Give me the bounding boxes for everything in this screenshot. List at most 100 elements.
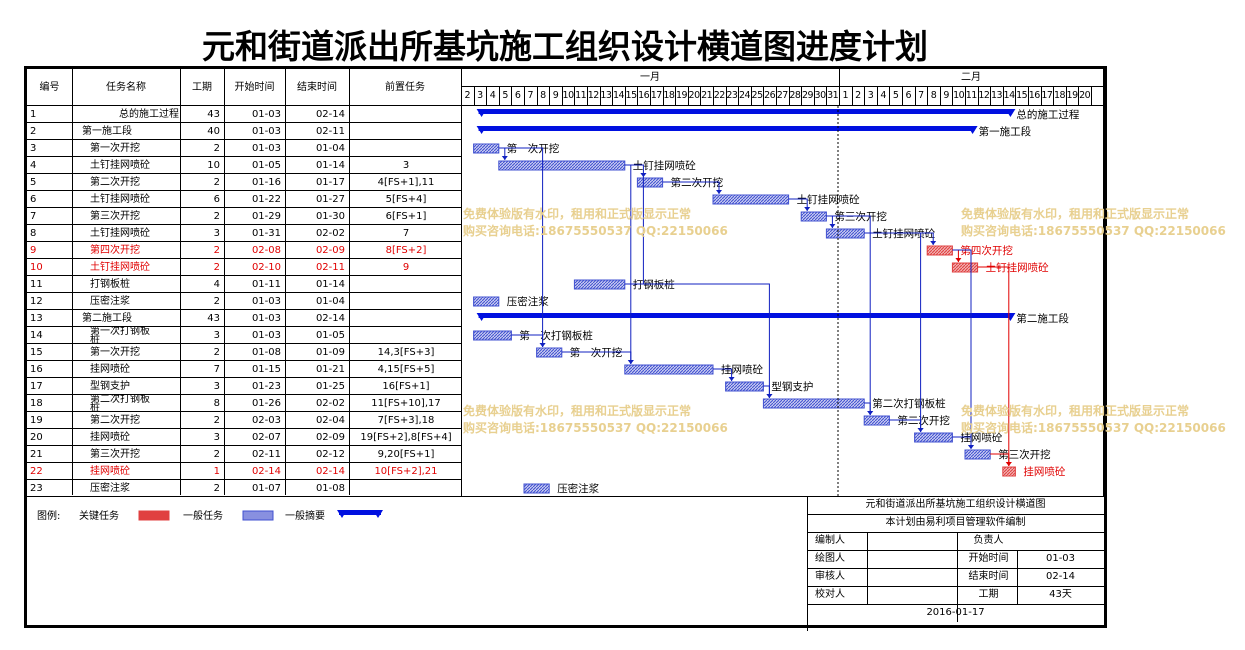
bar-label: 土钉挂网喷砼: [986, 261, 1049, 274]
normal-task-bar: [825, 228, 865, 239]
timescale-day: 4: [489, 90, 496, 101]
dependency-arrow: [804, 207, 811, 211]
column-divider: [349, 69, 350, 495]
row-divider: [27, 360, 461, 361]
task-name: 第二施工段: [82, 313, 132, 324]
legend-summary-cap-left: [337, 510, 347, 518]
timescale-day: 20: [688, 90, 701, 101]
task-id: 3: [30, 143, 37, 154]
task-end: 01-14: [315, 279, 345, 290]
task-end: 01-05: [315, 330, 345, 341]
task-id: 11: [30, 279, 43, 290]
normal-task-bar: [473, 143, 500, 154]
timescale-day: 3: [477, 90, 483, 101]
bar-label: 第二施工段: [1016, 312, 1069, 325]
info-drawer_label: 绘图人: [815, 553, 845, 564]
bar-label: 压密注浆: [507, 295, 549, 308]
normal-task-bar: [473, 330, 512, 341]
timescale-day: 22: [713, 90, 726, 101]
row-divider: [27, 241, 461, 242]
dependency-link: [826, 215, 871, 415]
task-start: 01-29: [251, 211, 281, 222]
task-id: 8: [30, 228, 37, 239]
task-end: 01-21: [315, 364, 345, 375]
info-end_label: 结束时间: [968, 571, 1009, 582]
legend-swatches: [138, 510, 383, 521]
table-bottom: [27, 496, 1103, 497]
timescale-day: 24: [738, 90, 751, 101]
task-id: 10: [30, 262, 43, 273]
watermark-line2: 购买咨询电话:18675550537 QQ:22150066: [961, 224, 1226, 238]
day-tick: [977, 87, 979, 105]
task-name: 挂网喷砼: [90, 432, 130, 443]
day-tick: [612, 87, 614, 105]
day-tick: [1053, 87, 1055, 105]
task-id: 9: [30, 245, 37, 256]
task-name: 土钉挂网喷砼: [90, 160, 150, 171]
task-id: 4: [30, 160, 37, 171]
normal-task-bar: [914, 432, 953, 443]
task-name: 打钢板桩: [90, 279, 130, 290]
chart-right-edge: [1103, 69, 1104, 497]
row-divider: [27, 258, 461, 259]
task-name: 压密注浆: [90, 296, 130, 307]
page-title: 元和街道派出所基坑施工组织设计横道图进度计划: [202, 27, 928, 66]
task-end: 02-09: [315, 245, 345, 256]
timescale-day: 5: [892, 90, 899, 101]
timescale-day: 16: [638, 90, 650, 101]
day-tick: [876, 87, 878, 105]
watermark-line2: 购买咨询电话:18675550537 QQ:22150066: [961, 421, 1226, 435]
task-duration: 3: [213, 381, 220, 392]
task-predecessors: 3: [402, 160, 410, 171]
day-tick: [675, 87, 677, 105]
day-tick: [990, 87, 992, 105]
row-divider: [27, 139, 461, 140]
normal-task-bar: [498, 160, 626, 171]
day-tick: [561, 87, 563, 105]
info-col-divider: [1017, 550, 1018, 604]
header-id: 编号: [39, 82, 60, 93]
timescale-day: 19: [1066, 90, 1079, 101]
task-start: 01-31: [251, 228, 281, 239]
timescale-day: 23: [726, 90, 738, 101]
task-name: 第一次开挖: [90, 143, 140, 154]
timescale-day: 3: [867, 90, 874, 101]
day-tick: [1028, 87, 1029, 105]
day-tick: [914, 87, 916, 105]
task-duration: 2: [213, 296, 220, 307]
month-divider: [839, 69, 840, 86]
row-divider: [27, 190, 461, 191]
bar-label: 土钉挂网喷砼: [797, 193, 860, 206]
task-duration: 3: [213, 228, 220, 239]
task-start: 01-03: [251, 143, 281, 154]
column-divider: [285, 69, 286, 495]
task-duration: 43: [207, 109, 220, 120]
task-end: 01-14: [315, 160, 345, 171]
normal-task-bar: [536, 347, 563, 358]
task-name: 第一施工段: [82, 126, 132, 137]
day-tick: [498, 87, 500, 105]
day-tick: [725, 87, 727, 105]
timescale-day: 19: [675, 90, 688, 101]
info-divider: [807, 568, 1104, 569]
info-divider: [807, 550, 1104, 551]
info-editor_label: 编制人: [815, 535, 845, 546]
legend-normal-label: 一般任务: [183, 511, 223, 522]
watermark-line1: 免费体验版有水印，租用和正式版显示正常: [961, 404, 1190, 418]
row-divider: [27, 207, 461, 208]
task-duration: 2: [213, 245, 220, 256]
dependency-arrow: [955, 258, 962, 262]
task-predecessors: 16[FS+1]: [382, 381, 430, 392]
row-divider: [27, 224, 461, 225]
task-end: 02-02: [315, 228, 345, 239]
day-tick: [750, 87, 752, 105]
day-tick: [952, 87, 954, 105]
day-tick: [826, 87, 828, 105]
row-divider: [27, 377, 461, 378]
task-end: 02-14: [315, 313, 345, 324]
day-tick: [1015, 87, 1017, 105]
task-id: 12: [30, 296, 43, 307]
dependency-link: [624, 283, 770, 398]
task-start: 02-03: [251, 415, 281, 426]
info-col-divider: [957, 532, 958, 622]
